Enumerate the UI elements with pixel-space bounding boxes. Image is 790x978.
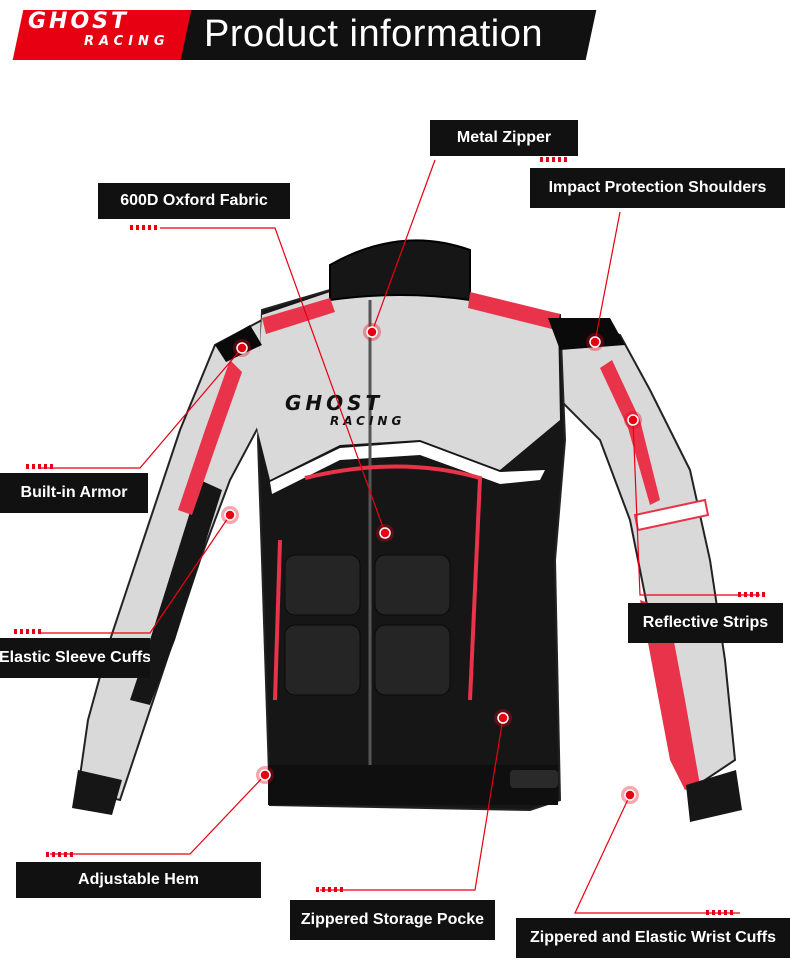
chest-red-curve [304, 464, 483, 701]
callout-storage: Zippered Storage Pocke [290, 900, 495, 940]
callout-stripes [738, 592, 768, 597]
dot-hem [256, 766, 274, 784]
right-cuff [686, 770, 742, 822]
left-sleeve-dark-panel [130, 480, 222, 705]
leader-wrist-cuffs [574, 794, 740, 914]
dot-oxford-fabric [376, 524, 394, 542]
callout-stripes [14, 629, 44, 634]
leader-metal-zipper [371, 159, 436, 333]
dot-shoulders [586, 333, 604, 351]
callout-armor: Built-in Armor [0, 473, 148, 513]
collar [329, 239, 471, 302]
callout-stripes [26, 464, 56, 469]
callout-sleeve-cuffs: Elastic Sleeve Cuffs [0, 638, 150, 678]
right-shoulder-accent [468, 292, 560, 330]
dot-reflective [624, 411, 642, 429]
hem-adjuster-strap [510, 770, 558, 788]
jacket-hem [268, 765, 558, 805]
brand-logo: GHOST RACING [28, 9, 170, 52]
header-banner: GHOST RACING Product information [0, 0, 600, 62]
chest-logo-line2: RACING [330, 414, 405, 428]
chest-yoke [255, 292, 560, 480]
dot-storage [494, 709, 512, 727]
leader-oxford-fabric [160, 227, 386, 534]
callout-stripes [130, 225, 160, 230]
brand-logo-line1: GHOST [28, 9, 130, 34]
leader-armor [40, 347, 243, 469]
left-shoulder-accent [262, 298, 335, 334]
leader-shoulders [594, 211, 621, 343]
callout-stripes [46, 852, 76, 857]
chest-logo-line1: GHOST [285, 391, 383, 415]
brand-logo-line2: RACING [84, 34, 170, 49]
leader-reflective [632, 419, 760, 596]
callout-metal-zipper: Metal Zipper [430, 120, 578, 156]
leader-sleeve-cuffs [40, 514, 231, 634]
armor-panel-4 [374, 624, 451, 696]
callout-stripes [316, 887, 346, 892]
left-red-piping [273, 539, 282, 701]
armor-panel-2 [374, 554, 451, 616]
left-sleeve-red-strip [178, 360, 242, 515]
callout-stripes [706, 910, 736, 915]
leader-hem [50, 774, 266, 855]
callout-stripes [540, 157, 570, 162]
callout-reflective: Reflective Strips [628, 603, 783, 643]
right-sleeve-red-panel [640, 600, 700, 790]
dot-wrist-cuffs [621, 786, 639, 804]
callout-shoulders: Impact Protection Shoulders [530, 168, 785, 208]
armor-panel-1 [284, 554, 361, 616]
chest-white-stripe [270, 442, 545, 494]
callout-oxford-fabric: 600D Oxford Fabric [98, 183, 290, 219]
page-title: Product information [204, 13, 543, 55]
right-sleeve [559, 318, 737, 792]
dot-sleeve-cuffs [221, 506, 239, 524]
armor-panel-3 [284, 624, 361, 696]
dot-armor [233, 339, 251, 357]
callout-wrist-cuffs: Zippered and Elastic Wrist Cuffs [516, 918, 790, 958]
callout-hem: Adjustable Hem [16, 862, 261, 898]
right-shoulder-pad [548, 318, 625, 350]
right-sleeve-red-strip [600, 360, 660, 505]
left-cuff [72, 770, 122, 815]
leader-storage [320, 717, 504, 891]
dot-metal-zipper [363, 323, 381, 341]
